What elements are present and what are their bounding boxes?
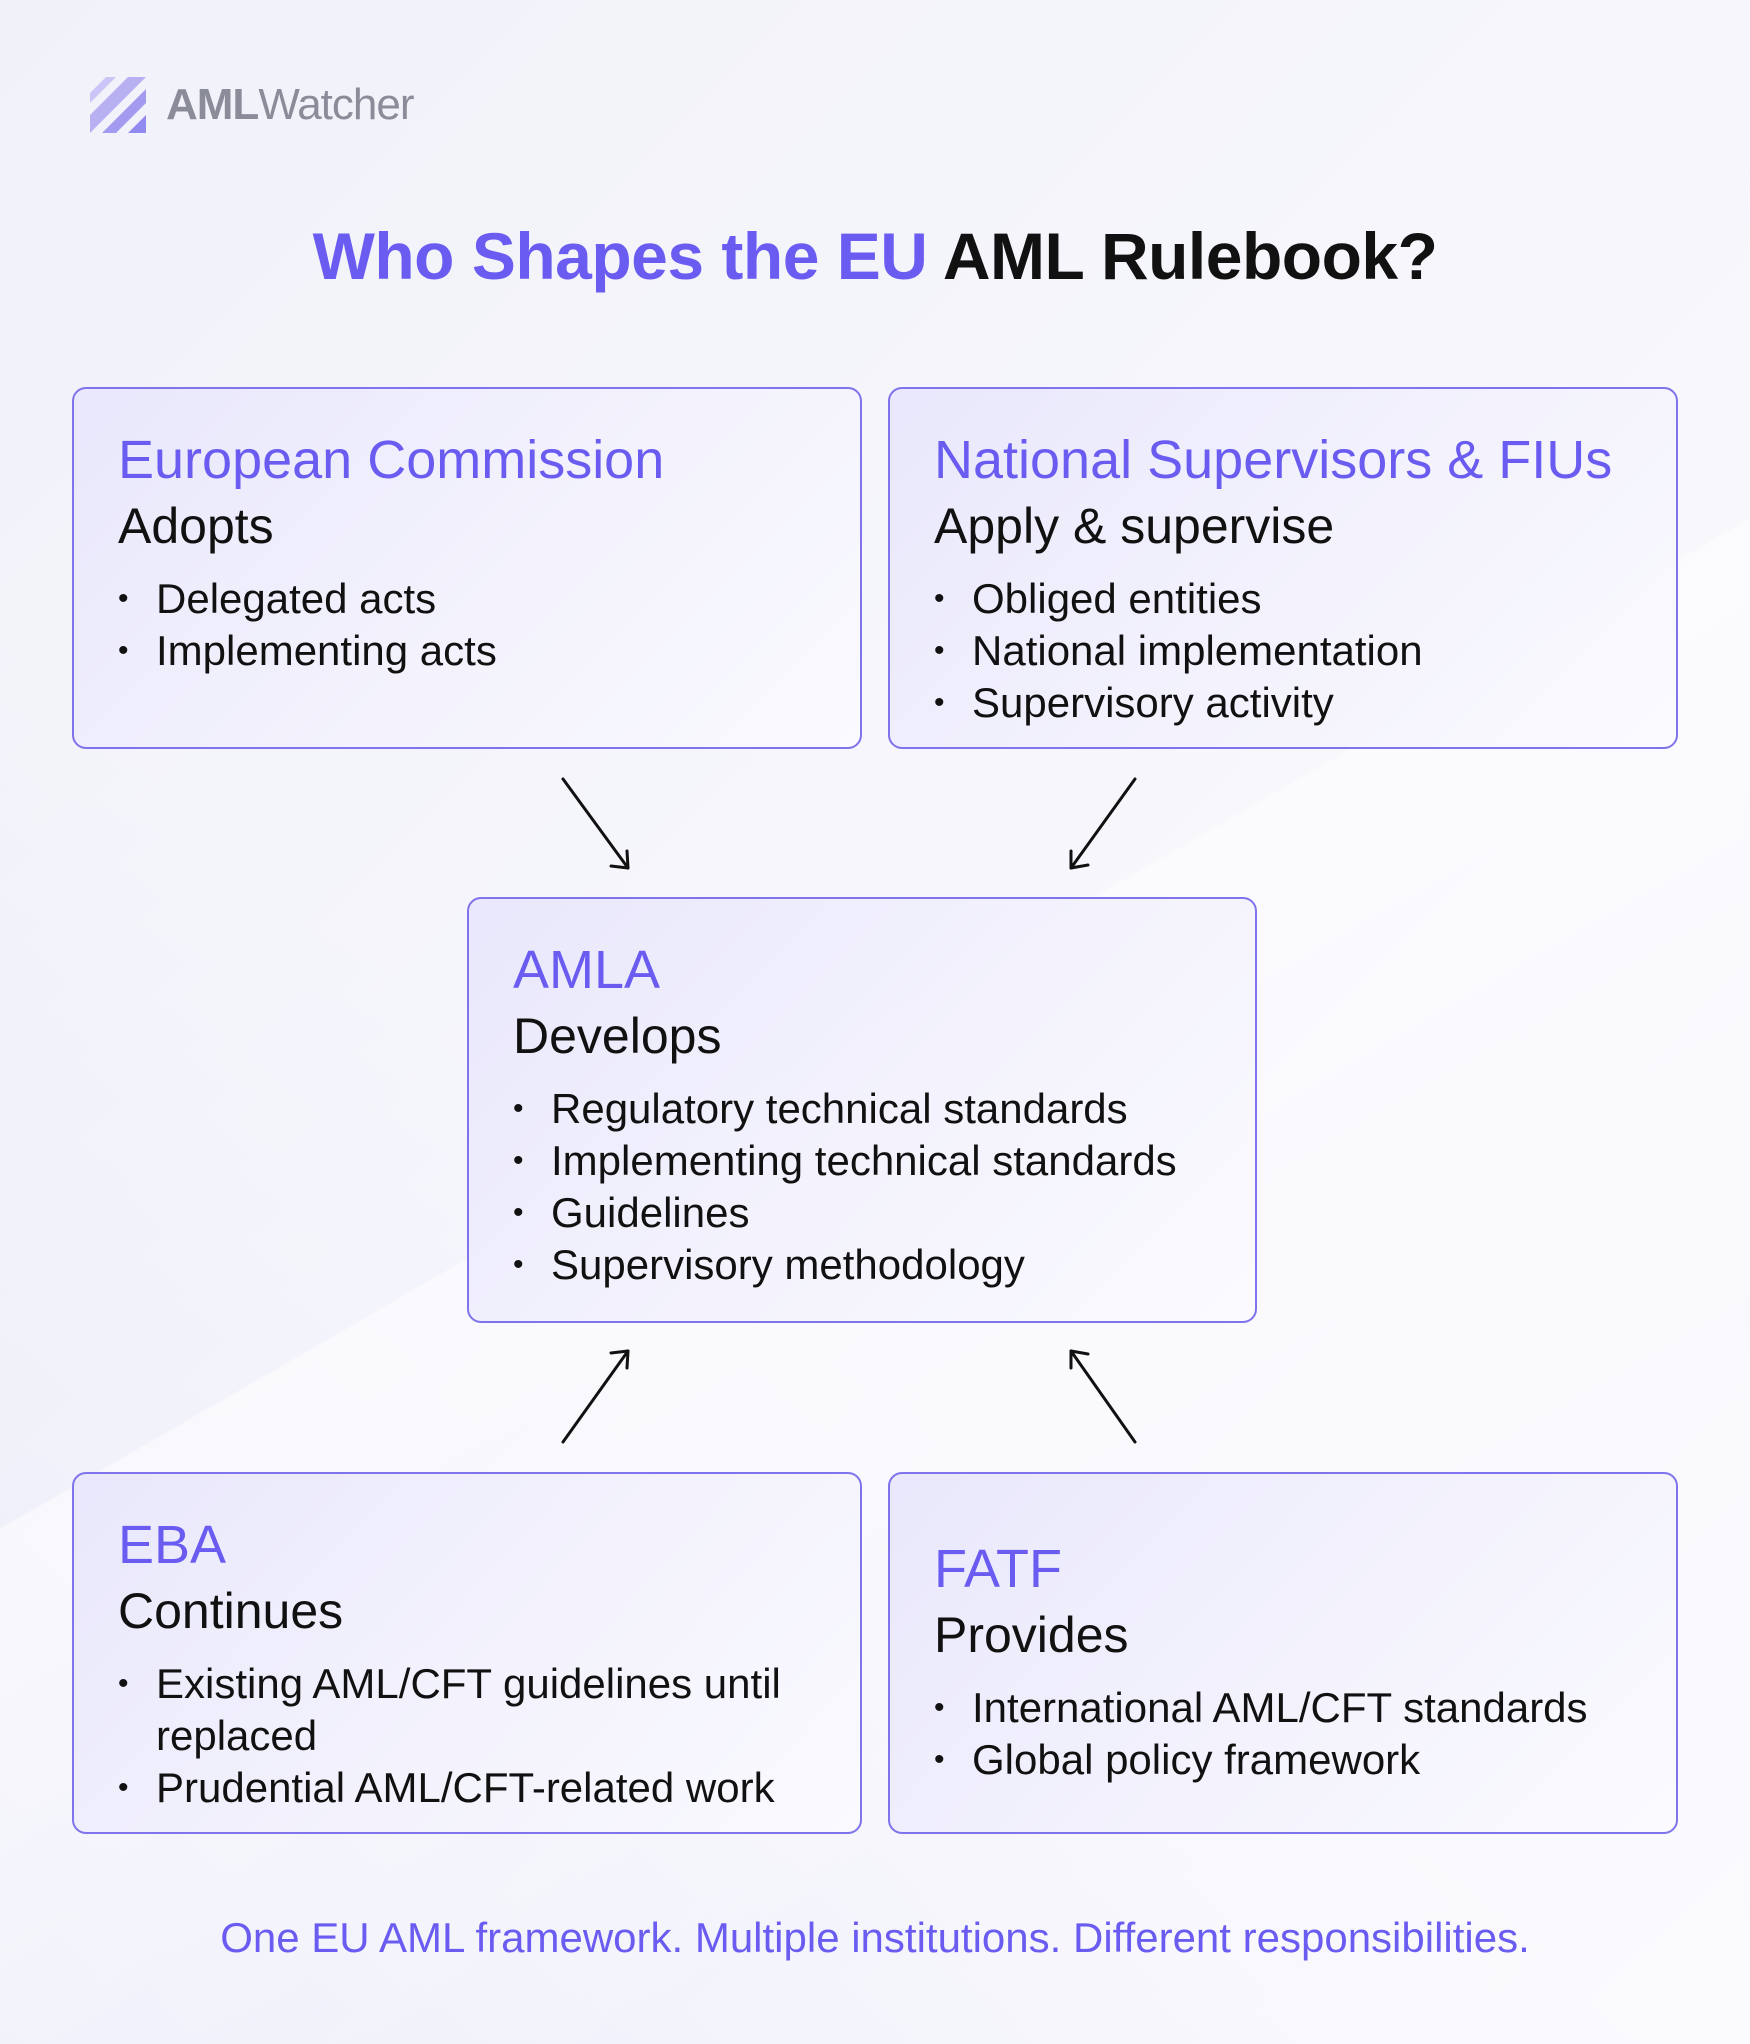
title-accent: Who Shapes the EU — [312, 219, 928, 293]
card-role: Continues — [118, 1583, 344, 1639]
list-item: Prudential AML/CFT-related work — [118, 1762, 816, 1814]
card-role: Adopts — [118, 498, 274, 554]
brand-name: AMLWatcher — [166, 80, 415, 130]
card-role: Apply & supervise — [934, 498, 1335, 554]
card-list: International AML/CFT standards Global p… — [934, 1682, 1632, 1786]
list-item: Implementing technical standards — [513, 1135, 1211, 1187]
card-fatf: FATF Provides International AML/CFT stan… — [888, 1472, 1678, 1834]
list-item: National implementation — [934, 625, 1632, 677]
list-item: Implementing acts — [118, 625, 816, 677]
arrow-ns-to-amla — [1069, 777, 1137, 870]
footer-tagline: One EU AML framework. Multiple instituti… — [220, 1914, 1530, 1961]
card-name: EBA — [118, 1515, 227, 1575]
card-national-supervisors: National Supervisors & FIUs Apply & supe… — [888, 387, 1678, 749]
list-item: Delegated acts — [118, 573, 816, 625]
list-item: Supervisory activity — [934, 677, 1632, 729]
list-item: Supervisory methodology — [513, 1239, 1211, 1291]
card-list: Regulatory technical standards Implement… — [513, 1083, 1211, 1291]
card-list: Existing AML/CFT guidelines until replac… — [118, 1658, 816, 1814]
brand-logo: AMLWatcher — [88, 74, 415, 136]
card-role: Provides — [934, 1607, 1129, 1663]
card-name: AMLA — [513, 940, 661, 1000]
card-list: Obliged entities National implementation… — [934, 573, 1632, 729]
title-dark: AML Rulebook? — [942, 219, 1438, 293]
card-name: European Commission — [118, 430, 665, 490]
card-role: Develops — [513, 1008, 722, 1064]
list-item: International AML/CFT standards — [934, 1682, 1632, 1734]
card-eba: EBA Continues Existing AML/CFT guideline… — [72, 1472, 862, 1834]
arrow-ec-to-amla — [561, 777, 630, 870]
page-title: Who Shapes the EU AML Rulebook? — [0, 218, 1750, 294]
card-list: Delegated acts Implementing acts — [118, 573, 816, 677]
card-name: National Supervisors & FIUs — [934, 430, 1613, 490]
card-european-commission: European Commission Adopts Delegated act… — [72, 387, 862, 749]
list-item: Existing AML/CFT guidelines until replac… — [118, 1658, 816, 1762]
card-name: FATF — [934, 1539, 1062, 1599]
list-item: Guidelines — [513, 1187, 1211, 1239]
arrow-eba-to-amla — [561, 1349, 630, 1444]
list-item: Global policy framework — [934, 1734, 1632, 1786]
list-item: Obliged entities — [934, 573, 1632, 625]
list-item: Regulatory technical standards — [513, 1083, 1211, 1135]
brand-name-light: Watcher — [258, 80, 414, 129]
arrow-fatf-to-amla — [1069, 1349, 1137, 1444]
card-amla: AMLA Develops Regulatory technical stand… — [467, 897, 1257, 1323]
brand-name-bold: AML — [166, 80, 259, 129]
stripes-logo-icon — [90, 77, 146, 133]
